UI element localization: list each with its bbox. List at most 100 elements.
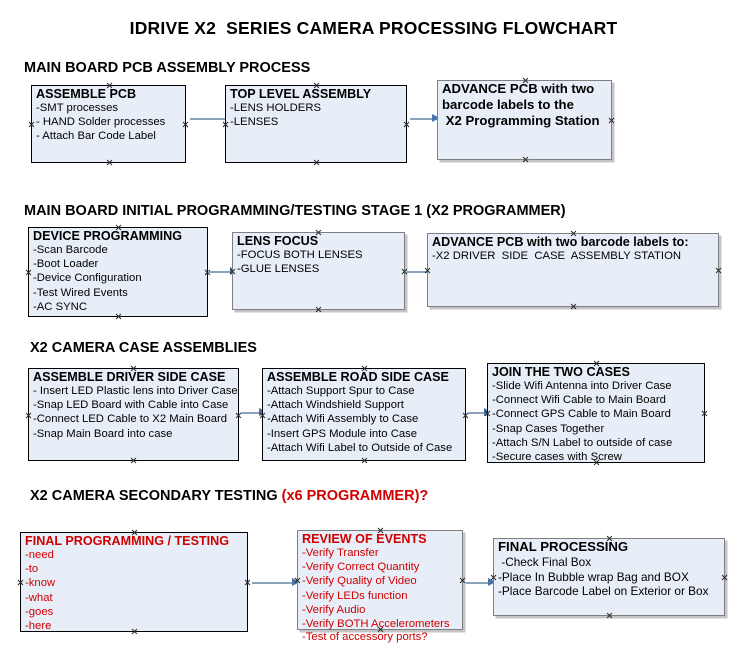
arrow-shaft — [190, 118, 227, 120]
node-final-processing[interactable]: FINAL PROCESSING -Check Final Box -Place… — [493, 538, 725, 616]
node-line: -Scan Barcode — [33, 244, 108, 257]
node-line: -Attach Support Spur to Case — [267, 385, 415, 398]
node-title: ADVANCE PCB with two barcode labels to: — [432, 235, 689, 249]
node-join-the-two-cases[interactable]: JOIN THE TWO CASES -Slide Wifi Antenna i… — [487, 363, 705, 463]
node-line: -GLUE LENSES — [237, 263, 320, 276]
node-line: -to — [25, 563, 39, 576]
node-line: -Connect Wifi Cable to Main Board — [492, 394, 666, 407]
node-assemble-pcb[interactable]: ASSEMBLE PCB -SMT processes - HAND Solde… — [31, 85, 186, 163]
connector-handle-bottom[interactable] — [606, 612, 613, 619]
node-line: -Connect LED Cable to X2 Main Board — [33, 413, 228, 426]
node-assemble-road-side-case[interactable]: ASSEMBLE ROAD SIDE CASE -Attach Support … — [262, 368, 466, 461]
node-line: -Attach S/N Label to outside of case — [492, 436, 673, 449]
node-assemble-driver-side-case[interactable]: ASSEMBLE DRIVER SIDE CASE - Insert LED P… — [28, 368, 239, 461]
connector-handle-bottom[interactable] — [315, 306, 322, 313]
node-line: -Attach Windshield Support — [267, 399, 404, 412]
arrow-shaft — [252, 582, 293, 584]
node-line: -Place Barcode Label on Exterior or Box — [498, 584, 709, 599]
arrow-shaft — [241, 412, 260, 414]
node-line: -Verify Quality of Video — [302, 575, 417, 588]
document-title: IDRIVE X2 SERIES CAMERA PROCESSING FLOWC… — [129, 18, 618, 38]
section-heading-1: MAIN BOARD PCB ASSEMBLY PROCESS — [24, 60, 311, 76]
node-title: ASSEMBLE DRIVER SIDE CASE — [33, 370, 226, 384]
connector-handle-right[interactable] — [715, 267, 722, 274]
node-line: -goes — [25, 605, 54, 618]
connector-handle-bottom[interactable] — [106, 159, 113, 166]
node-line: -here — [25, 619, 52, 632]
node-line: -Device Configuration — [33, 272, 142, 285]
node-line: -need — [25, 549, 54, 562]
node-title-cont: barcode labels to the — [442, 96, 574, 112]
connector-handle-bottom[interactable] — [522, 156, 529, 163]
node-line: - Attach Bar Code Label — [36, 130, 156, 143]
node-advance-pcb-programming-station[interactable]: ADVANCE PCB with two barcode labels to t… — [437, 80, 612, 160]
node-review-of-events[interactable]: REVIEW OF EVENTS -Verify Transfer -Verif… — [297, 530, 463, 643]
section-heading-3: X2 CAMERA CASE ASSEMBLIES — [30, 340, 257, 356]
node-lens-focus[interactable]: LENS FOCUS -FOCUS BOTH LENSES -GLUE LENS… — [232, 232, 405, 310]
node-title: TOP LEVEL ASSEMBLY — [230, 87, 372, 101]
node-title: JOIN THE TWO CASES — [492, 365, 630, 379]
node-line: -Boot Loader — [33, 258, 99, 271]
node-line: -what — [25, 591, 53, 604]
node-line: -Verify Correct Quantity — [302, 561, 420, 574]
node-line: -LENSES — [230, 116, 279, 129]
node-line: -Place In Bubble wrap Bag and BOX — [498, 569, 689, 584]
node-line: -Check Final Box — [498, 554, 592, 569]
node-line: -Insert GPS Module into Case — [267, 427, 418, 440]
arrow-shaft — [410, 118, 433, 120]
node-advance-pcb-driver-side-station[interactable]: ADVANCE PCB with two barcode labels to: … — [427, 233, 719, 307]
arrow-head — [432, 114, 440, 122]
arrow-toplevel-to-advance — [410, 114, 440, 123]
node-title-cont: X2 Programming Station — [442, 112, 600, 128]
node-line: -Connect GPS Cable to Main Board — [492, 408, 671, 421]
node-line: -Attach Wifi Assembly to Case — [267, 413, 419, 426]
arrow-shaft — [466, 582, 489, 584]
arrow-head — [488, 578, 496, 586]
node-title: ASSEMBLE PCB — [36, 87, 137, 101]
node-line: -X2 DRIVER SIDE CASE ASSEMBLY STATION — [432, 250, 682, 263]
arrow-head — [292, 578, 300, 586]
node-title: FINAL PROGRAMMING / TESTING — [25, 534, 230, 548]
node-line: -Verify Audio — [302, 603, 366, 616]
arrow-shaft — [407, 271, 432, 273]
node-line: -Verify Transfer — [302, 547, 379, 560]
node-title: LENS FOCUS — [237, 234, 319, 248]
node-line: -LENS HOLDERS — [230, 102, 322, 115]
node-line: -Attach Wifi Label to Outside of Case — [267, 441, 453, 454]
connector-handle-bottom[interactable] — [115, 313, 122, 320]
arrow-shaft — [468, 412, 485, 414]
connector-handle-bottom[interactable] — [361, 457, 368, 464]
node-line: -Secure cases with Screw — [492, 450, 622, 463]
node-title: DEVICE PROGRAMMING — [33, 229, 183, 243]
node-final-programming-testing[interactable]: FINAL PROGRAMMING / TESTING -need -to -k… — [20, 532, 248, 632]
node-line: -Verify LEDs function — [302, 589, 408, 602]
arrow-final-programming-to-review — [252, 578, 300, 587]
node-line: -Snap Cases Together — [492, 422, 605, 435]
connector-handle-bottom[interactable] — [570, 303, 577, 310]
node-line-overflow: -Test of accessory ports? — [302, 630, 428, 643]
node-line: - HAND Solder processes — [36, 116, 166, 129]
node-top-level-assembly[interactable]: TOP LEVEL ASSEMBLY -LENS HOLDERS -LENSES — [225, 85, 407, 163]
connector-handle-bottom[interactable] — [130, 457, 137, 464]
section-heading-2: MAIN BOARD INITIAL PROGRAMMING/TESTING S… — [24, 203, 566, 219]
node-line: -Test Wired Events — [33, 286, 128, 299]
section-heading-4-accent: (x6 PROGRAMMER)? — [281, 488, 429, 504]
node-line: -know — [25, 577, 56, 590]
connector-handle-bottom[interactable] — [313, 159, 320, 166]
node-line: -Snap Main Board into case — [33, 427, 173, 440]
node-title: FINAL PROCESSING — [498, 539, 629, 554]
arrow-shaft — [208, 271, 231, 273]
node-line: -FOCUS BOTH LENSES — [237, 249, 363, 262]
node-title: ASSEMBLE ROAD SIDE CASE — [267, 370, 449, 384]
node-line: -AC SYNC — [33, 300, 87, 313]
node-line: -SMT processes — [36, 102, 119, 115]
node-device-programming[interactable]: DEVICE PROGRAMMING -Scan Barcode -Boot L… — [28, 227, 208, 317]
node-line: -Slide Wifi Antenna into Driver Case — [492, 380, 672, 393]
node-line: - Insert LED Plastic lens into Driver Ca… — [33, 385, 238, 398]
node-title: ADVANCE PCB with two — [442, 81, 595, 96]
section-heading-4-main: X2 CAMERA SECONDARY TESTING — [30, 488, 282, 504]
arrow-review-to-final-processing — [466, 578, 496, 587]
node-line: -Verify BOTH Accelerometers — [302, 617, 450, 630]
node-line: -Snap LED Board with Cable into Case — [33, 399, 229, 412]
